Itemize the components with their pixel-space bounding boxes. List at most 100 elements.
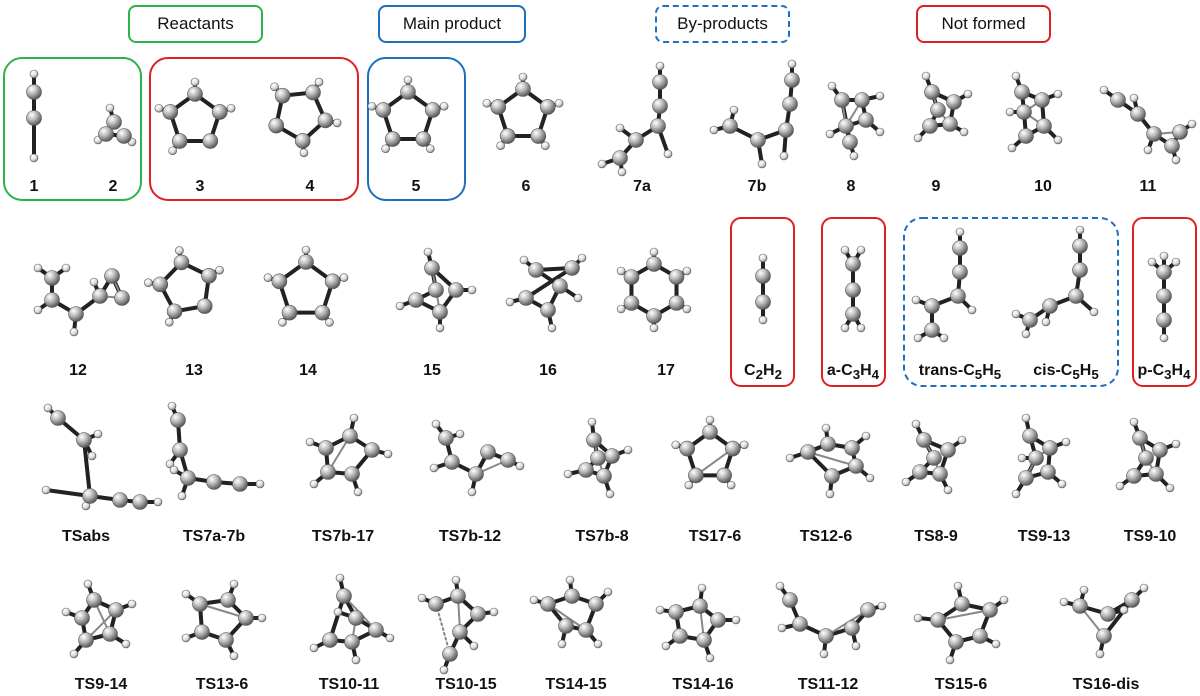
mol-cis-c5h5-carbon-atom <box>1042 298 1058 314</box>
mol-ts9-10-carbon-atom <box>1126 468 1142 484</box>
mol-12-carbon-atom <box>92 288 108 304</box>
mol-7b-hydrogen-atom <box>779 151 789 161</box>
mol-cis-c5h5-hydrogen-atom <box>1089 307 1099 317</box>
mol-17-hydrogen-atom <box>649 247 659 257</box>
mol-c2h2-hydrogen-atom <box>758 253 768 263</box>
mol-ts10-15-carbon-atom <box>442 646 458 662</box>
mol-ts7b-8-carbon-atom <box>596 468 612 484</box>
mol-ts9-10-carbon-atom <box>1152 442 1168 458</box>
mol-ts13-6-hydrogen-atom <box>229 579 239 589</box>
mol-7a-carbon-atom <box>650 118 666 134</box>
mol-ts7b-12-hydrogen-atom <box>515 461 525 471</box>
label-ts17-6: TS17-6 <box>688 528 742 545</box>
mol-8-carbon-atom <box>854 92 870 108</box>
mol-6-hydrogen-atom <box>482 98 492 108</box>
mol-1-carbon-atom <box>26 84 42 100</box>
mol-ts14-16-carbon-atom <box>710 612 726 628</box>
mol-8-hydrogen-atom <box>875 127 885 137</box>
mol-ts11-12-carbon-atom <box>844 620 860 636</box>
mol-ts10-11-carbon-atom <box>348 610 364 626</box>
mol-ts15-6-bond <box>937 609 991 621</box>
mol-cis-c5h5-hydrogen-atom <box>1075 225 1085 235</box>
mol-cis-c5h5-carbon-atom <box>1072 262 1088 278</box>
mol-ts13-6-hydrogen-atom <box>229 651 239 661</box>
mol-ts12-6-carbon-atom <box>824 468 840 484</box>
label-9: 9 <box>931 178 941 195</box>
label-ts7b-12: TS7b-12 <box>438 528 502 545</box>
mol-c2h2-carbon-atom <box>755 268 771 284</box>
mol-ts9-10-carbon-atom <box>1148 466 1164 482</box>
not-formed-frame-p-c3h4 <box>1132 217 1197 387</box>
label-trans-c5h5: trans-C5H5 <box>918 362 1002 383</box>
reactants-header: Reactants <box>128 5 263 43</box>
mol-17-carbon-atom <box>623 295 640 311</box>
mol-ts7b-8-hydrogen-atom <box>563 469 573 479</box>
mol-c2h2-hydrogen-atom <box>758 315 768 325</box>
mol-12-carbon-atom <box>114 290 130 306</box>
mol-7a-hydrogen-atom <box>655 61 665 71</box>
mol-ts7b-8-carbon-atom <box>586 432 602 448</box>
mol-p-c3h4-hydrogen-atom <box>1159 333 1169 343</box>
mol-ts16-dis-hydrogen-atom <box>1079 585 1089 595</box>
mol-12-carbon-atom <box>68 306 84 322</box>
mol-7a-carbon-atom <box>612 150 628 166</box>
mol-15-carbon-atom <box>408 292 424 308</box>
mol-ts7b-12-carbon-atom <box>438 430 454 446</box>
mol-trans-c5h5-hydrogen-atom <box>955 227 965 237</box>
mol-ts7a-7b-hydrogen-atom <box>167 401 177 411</box>
mol-17-carbon-atom <box>668 295 685 311</box>
mol-3-hydrogen-atom <box>226 103 236 113</box>
mol-8-hydrogen-atom <box>825 129 835 139</box>
mol-7b-carbon-atom <box>722 118 738 134</box>
mol-ts7b-17-carbon-atom <box>318 440 334 456</box>
not-formed-frame-3-4 <box>149 57 359 201</box>
mol-10-hydrogen-atom <box>1011 71 1021 81</box>
mol-ts9-14-carbon-atom <box>74 610 90 626</box>
label-ts14-15: TS14-15 <box>545 676 607 693</box>
mol-8-carbon-atom <box>834 92 850 108</box>
mol-ts14-15-hydrogen-atom <box>557 639 567 649</box>
label-c2h2: C2H2 <box>744 362 782 383</box>
label-ts9-10: TS9-10 <box>1123 528 1177 545</box>
mol-ts15-6-hydrogen-atom <box>991 639 1001 649</box>
mol-ts17-6-hydrogen-atom <box>739 440 749 450</box>
not-formed-frame-c2h2 <box>730 217 795 387</box>
mol-15-carbon-atom <box>424 260 440 276</box>
mol-tsabs-hydrogen-atom <box>153 497 163 507</box>
mol-ts13-6-carbon-atom <box>192 596 208 612</box>
mol-ts7a-7b-carbon-atom <box>180 470 196 486</box>
mol-12-hydrogen-atom <box>33 305 43 315</box>
mol-ts10-11-carbon-atom <box>344 634 360 650</box>
label-12: 12 <box>69 362 87 379</box>
mol-ts9-14-carbon-atom <box>102 626 118 642</box>
mol-17-hydrogen-atom <box>649 323 659 333</box>
mol-9-carbon-atom <box>930 102 946 118</box>
mol-ts13-6-carbon-atom <box>194 624 210 640</box>
mol-ts12-6-bond <box>807 451 857 467</box>
mol-16-hydrogen-atom <box>573 293 583 303</box>
mol-4-carbon-atom <box>268 117 285 134</box>
mol-ts14-15-carbon-atom <box>540 596 556 612</box>
mol-13-hydrogen-atom <box>175 246 184 255</box>
mol-cis-c5h5-hydrogen-atom <box>1041 317 1051 327</box>
mol-8-carbon-atom <box>842 134 858 150</box>
mol-ts7b-8-carbon-atom <box>578 462 594 478</box>
mol-16-carbon-atom <box>564 260 580 276</box>
mol-ts7a-7b-carbon-atom <box>170 412 186 428</box>
mol-3-carbon-atom <box>171 133 188 149</box>
mol-cis-c5h5-carbon-atom <box>1068 288 1084 304</box>
mol-13-carbon-atom <box>201 267 217 284</box>
mol-12-hydrogen-atom <box>33 263 43 273</box>
mol-ts7b-12-hydrogen-atom <box>467 487 477 497</box>
mol-17-hydrogen-atom <box>616 304 626 314</box>
mol-1-carbon-atom <box>26 110 42 126</box>
group-frames <box>3 57 1197 387</box>
mol-14-hydrogen-atom <box>278 318 287 327</box>
label-cis-c5h5: cis-C5H5 <box>1033 362 1099 383</box>
label-ts7b-8: TS7b-8 <box>575 528 629 545</box>
mol-ts7b-8-carbon-atom <box>604 448 620 464</box>
mol-9-hydrogen-atom <box>959 127 969 137</box>
mol-12-hydrogen-atom <box>61 263 71 273</box>
label-3: 3 <box>195 178 205 195</box>
mol-5-hydrogen-atom <box>403 75 413 85</box>
